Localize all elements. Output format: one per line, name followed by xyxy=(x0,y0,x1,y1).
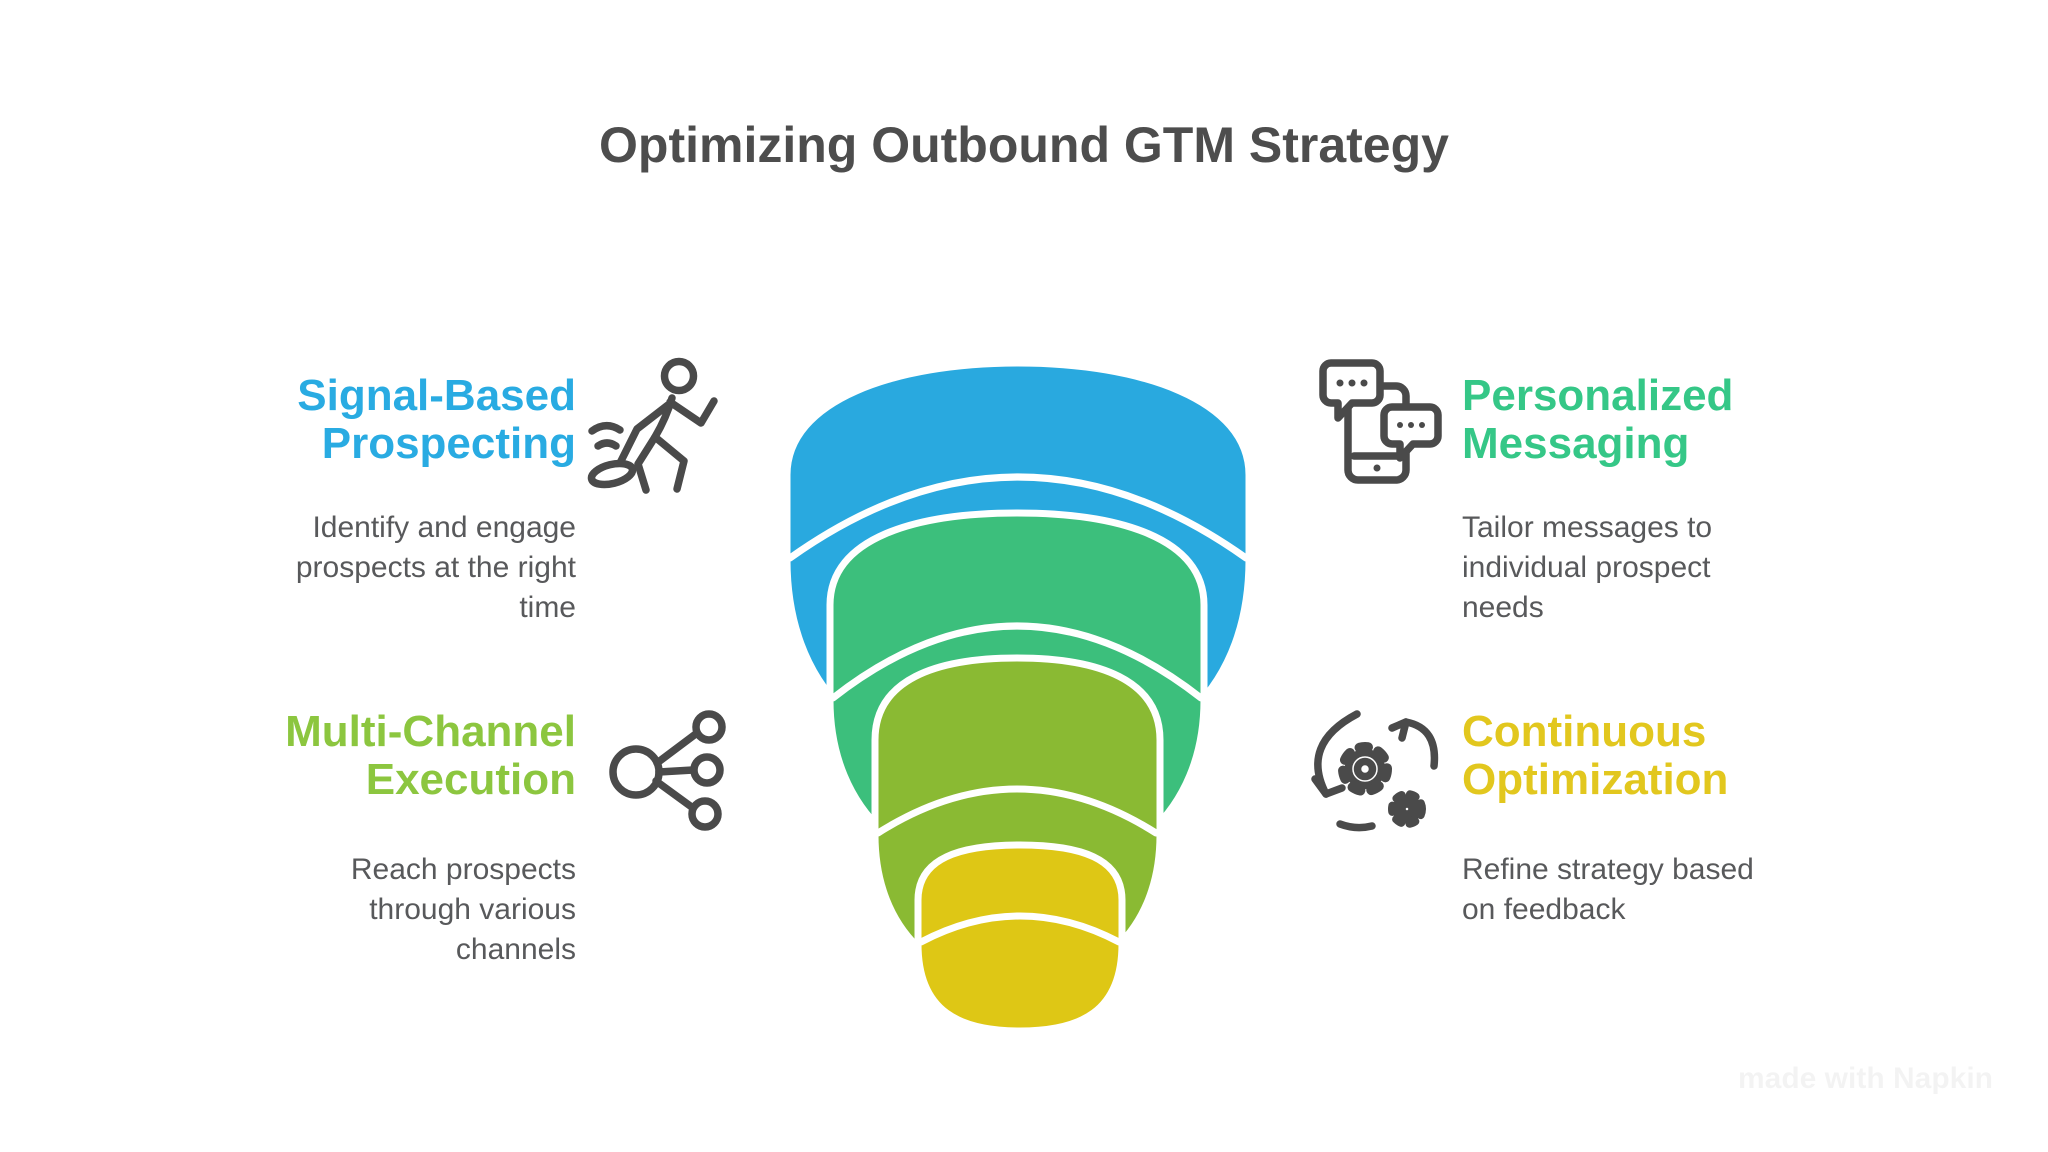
watermark: made with Napkin xyxy=(1738,1062,1993,1096)
phone-chat-icon xyxy=(1319,359,1442,484)
share-network-icon xyxy=(609,710,726,831)
description-continuous-optimization: Refine strategy based on feedback xyxy=(1462,853,1754,926)
metal-detector-icon xyxy=(587,357,718,494)
gears-cycle-icon xyxy=(1311,710,1439,832)
description-multi-channel-execution: Reach prospects through various channels xyxy=(350,853,576,966)
description-personalized-messaging: Tailor messages to individual prospect n… xyxy=(1462,511,1713,624)
heading-signal-based-prospecting: Signal-Based Prospecting xyxy=(297,371,576,468)
funnel-layer-2-lip-highlight xyxy=(829,622,1205,702)
funnel-layer-3-lip-highlight xyxy=(874,785,1160,837)
funnel-layer-1-lip-highlight xyxy=(786,473,1250,562)
funnel-diagram xyxy=(783,359,1253,1035)
funnel-layer-4 xyxy=(914,841,1126,1035)
heading-multi-channel-execution: Multi-Channel Execution xyxy=(285,707,576,804)
page-title: Optimizing Outbound GTM Strategy xyxy=(599,117,1449,173)
funnel-layer-4-lip-highlight xyxy=(917,912,1123,946)
description-signal-based-prospecting: Identify and engage prospects at the rig… xyxy=(295,511,576,624)
heading-continuous-optimization: Continuous Optimization xyxy=(1462,707,1729,804)
heading-personalized-messaging: Personalized Messaging xyxy=(1462,371,1734,468)
